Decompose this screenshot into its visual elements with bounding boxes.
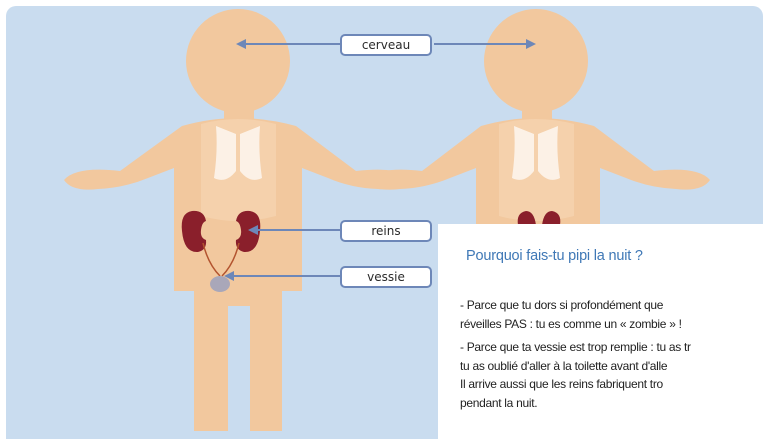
info-paragraph-1: - Parce que tu dors si profondément que … [460, 296, 763, 333]
info-title: Pourquoi fais-tu pipi la nuit ? [466, 248, 643, 264]
label-cerveau: cerveau [340, 34, 432, 56]
label-vessie: vessie [340, 266, 432, 288]
info-line: pendant la nuit. [460, 396, 537, 410]
info-line: réveilles PAS : tu es comme un « zombie … [460, 317, 682, 331]
info-line: - Parce que ta vessie est trop remplie :… [460, 340, 691, 354]
label-reins: reins [340, 220, 432, 242]
info-line: tu as oublié d'aller à la toilette avant… [460, 359, 667, 373]
info-line: Il arrive aussi que les reins fabriquent… [460, 377, 663, 391]
info-line: - Parce que tu dors si profondément que [460, 298, 663, 312]
info-paragraph-2: - Parce que ta vessie est trop remplie :… [460, 338, 763, 412]
info-box: Pourquoi fais-tu pipi la nuit ? - Parce … [438, 224, 763, 444]
info-list: - Parce que tu dors si profondément que … [460, 296, 763, 417]
